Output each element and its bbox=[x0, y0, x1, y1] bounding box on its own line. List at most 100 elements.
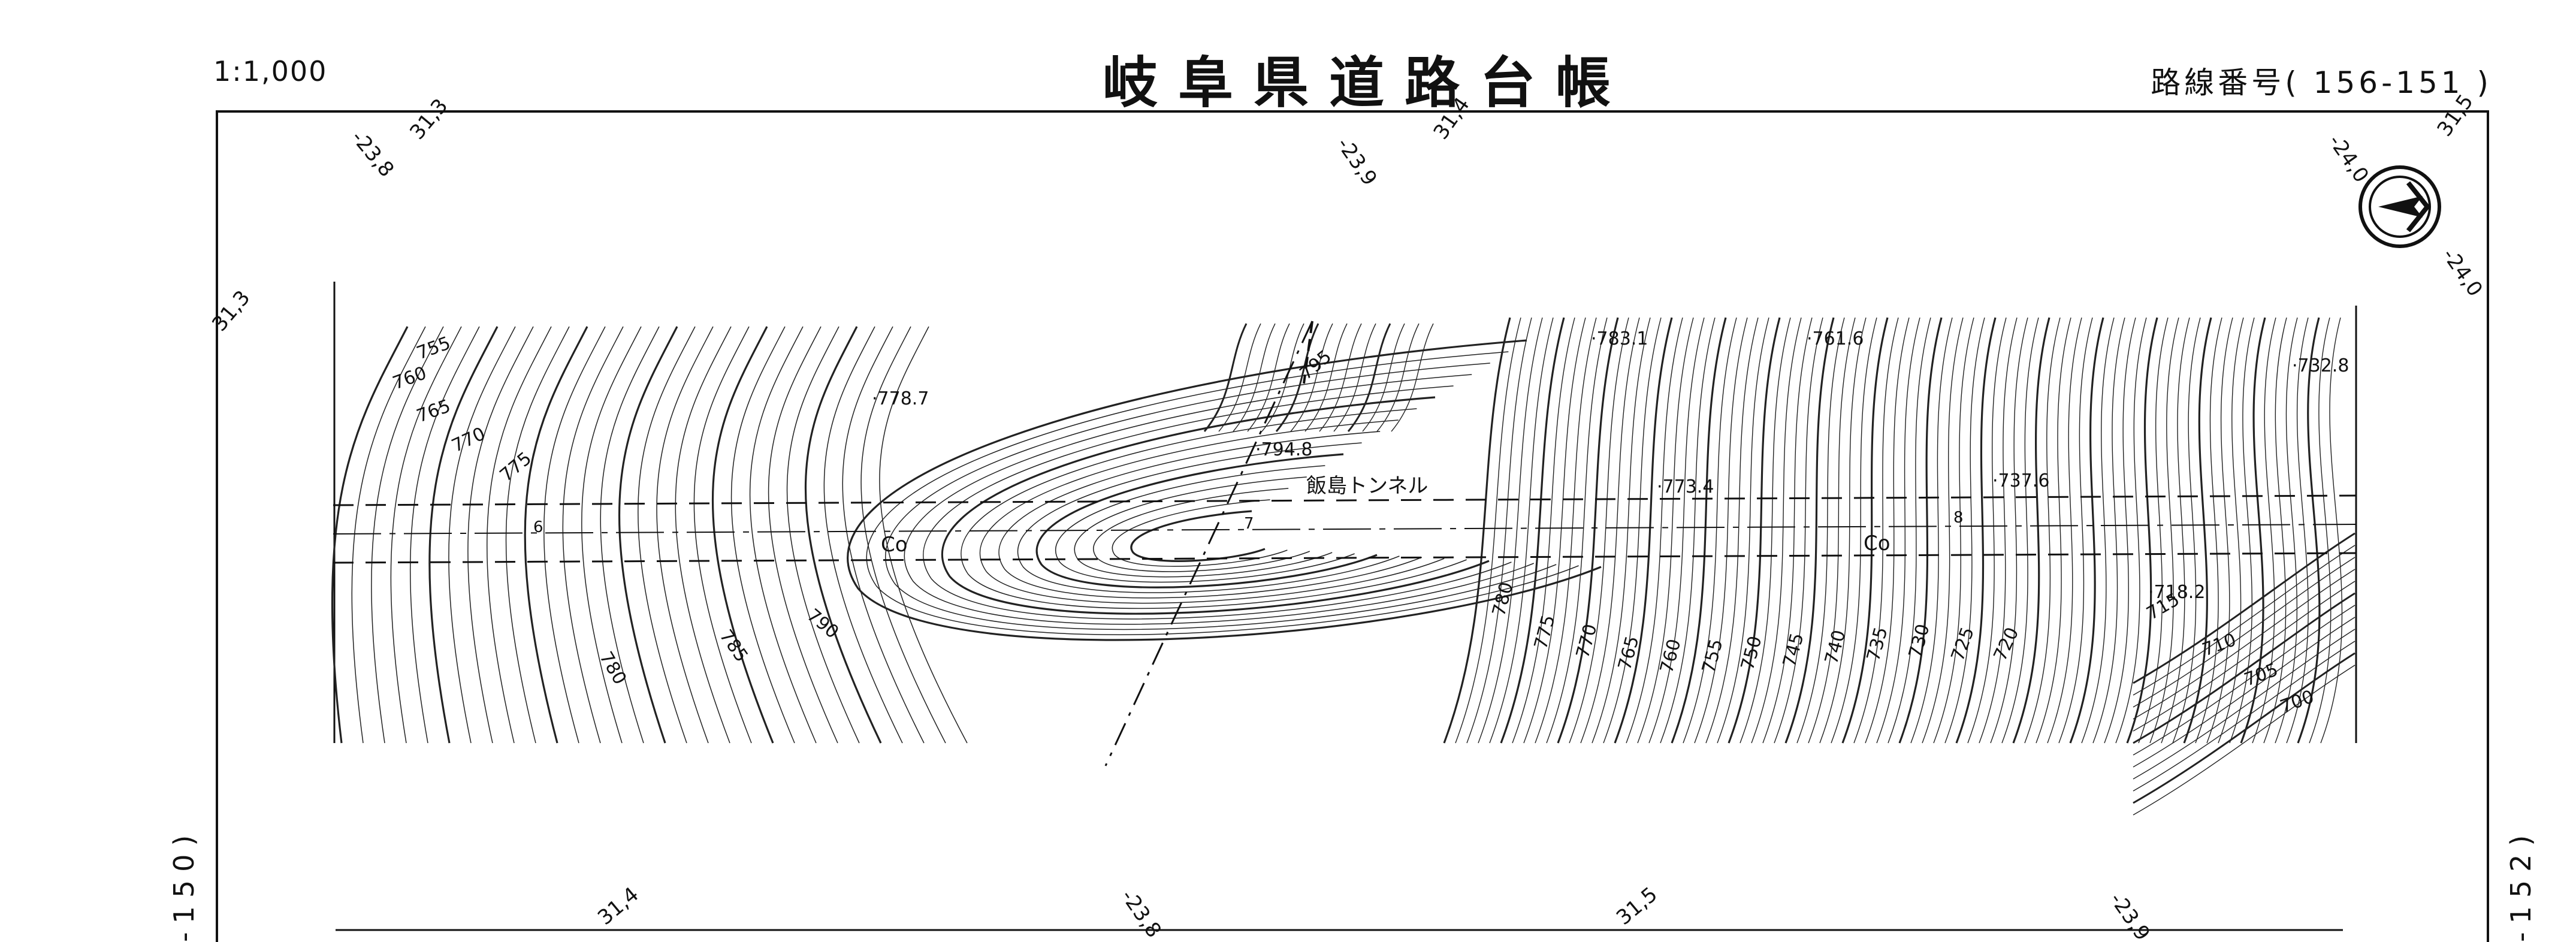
contour-line bbox=[2195, 317, 2222, 744]
contour-line bbox=[390, 326, 462, 744]
grid-label: 31,3 bbox=[405, 94, 452, 144]
contour-line bbox=[804, 326, 882, 744]
contour-label: 755 bbox=[1698, 637, 1728, 675]
contour-line bbox=[1728, 317, 1781, 744]
contour-line bbox=[2320, 317, 2343, 744]
north-arrow-icon bbox=[2358, 165, 2441, 248]
contour-label: 740 bbox=[1821, 628, 1850, 666]
contour-line bbox=[1955, 317, 1997, 744]
contour-line bbox=[2001, 317, 2039, 744]
map-frame bbox=[216, 110, 2489, 942]
contour-line bbox=[1603, 317, 1662, 744]
contour-label: 780 bbox=[595, 648, 630, 689]
contour-line bbox=[1376, 323, 1420, 432]
contour-line bbox=[1898, 317, 1943, 744]
spot-elevation: ·718.2 bbox=[2148, 582, 2205, 603]
contour-line bbox=[351, 326, 426, 744]
contour-line bbox=[1478, 317, 1543, 744]
contour-line bbox=[2138, 317, 2169, 744]
contour-line bbox=[1455, 317, 1521, 744]
contour-line bbox=[2252, 317, 2276, 744]
contour-line bbox=[1910, 317, 1953, 744]
contour-line bbox=[786, 326, 860, 744]
contour-line bbox=[885, 363, 1557, 630]
contour-line bbox=[979, 419, 1445, 604]
contour-line bbox=[842, 326, 925, 744]
contour-line bbox=[2133, 665, 2355, 816]
contour-line bbox=[1261, 323, 1304, 432]
contour-line bbox=[693, 326, 752, 744]
contour-line bbox=[2133, 569, 2355, 720]
contour-line bbox=[2263, 317, 2287, 744]
contour-line bbox=[2133, 592, 2355, 744]
spot-elevation: ·737.6 bbox=[1992, 470, 2049, 491]
contour-line bbox=[1626, 317, 1683, 744]
contour-line bbox=[1648, 317, 1705, 744]
contour-line bbox=[1569, 317, 1629, 744]
contour-label: 750 bbox=[1737, 634, 1766, 672]
contour-line bbox=[1796, 317, 1845, 744]
contour-line bbox=[2115, 317, 2147, 744]
contour-line bbox=[543, 326, 606, 744]
contour-line bbox=[1333, 323, 1376, 432]
contour-label: 730 bbox=[1905, 622, 1934, 660]
contour-line bbox=[409, 326, 480, 744]
spot-elevation: ·778.7 bbox=[872, 388, 929, 409]
contour-line bbox=[638, 326, 696, 744]
contour-line bbox=[2012, 317, 2050, 744]
contour-line bbox=[1362, 323, 1405, 432]
contour-line bbox=[1876, 317, 1920, 744]
contour-label: 720 bbox=[1990, 624, 2024, 665]
contour-line bbox=[1751, 317, 1802, 744]
contour-line bbox=[1218, 323, 1261, 432]
contour-line bbox=[2149, 317, 2179, 744]
spot-elevation: ·794.8 bbox=[1255, 439, 1312, 460]
contour-line bbox=[2104, 317, 2136, 744]
contour-line bbox=[923, 385, 1512, 620]
grid-label: -23,9 bbox=[1332, 133, 1382, 190]
contour-line bbox=[1683, 317, 1737, 744]
contour-line bbox=[941, 396, 1490, 615]
pavement-label: Co bbox=[1864, 532, 1891, 555]
contour-line bbox=[847, 339, 1602, 641]
contour-line bbox=[675, 326, 732, 744]
contour-line bbox=[2172, 317, 2201, 744]
contour-line bbox=[2092, 317, 2125, 744]
contour-line bbox=[2133, 605, 2355, 756]
grid-label: -23,9 bbox=[2105, 888, 2155, 942]
contour-line bbox=[1990, 317, 2028, 744]
contour-line bbox=[1290, 323, 1333, 432]
contour-label: 705 bbox=[2242, 659, 2281, 690]
contour-line bbox=[2275, 317, 2298, 744]
contour-line bbox=[768, 326, 838, 744]
contour-line bbox=[1853, 317, 1899, 744]
contour-line bbox=[1035, 453, 1378, 588]
contour-line bbox=[1319, 323, 1362, 432]
contour-line bbox=[1275, 323, 1319, 432]
contour-line bbox=[371, 326, 444, 744]
grid-label: 31,4 bbox=[593, 883, 644, 930]
contour-line bbox=[1093, 488, 1310, 572]
contour-line bbox=[866, 351, 1579, 635]
contour-label: 745 bbox=[1779, 631, 1808, 669]
contour-line bbox=[2069, 317, 2104, 744]
contour-line bbox=[331, 326, 409, 744]
contour-line bbox=[2161, 317, 2190, 744]
contour-line bbox=[1391, 323, 1434, 432]
contour-line bbox=[1466, 317, 1532, 744]
contour-line bbox=[2206, 317, 2233, 744]
contour-line bbox=[1017, 442, 1400, 593]
contour-line bbox=[1865, 317, 1910, 744]
contour-line bbox=[2133, 617, 2355, 768]
contour-line bbox=[904, 374, 1535, 625]
contour-line bbox=[1694, 317, 1748, 744]
contour-line bbox=[2240, 317, 2266, 744]
route-number: 路線番号( 156-151 ) bbox=[2151, 65, 2492, 100]
contour-line bbox=[1443, 317, 1511, 744]
contour-line bbox=[961, 408, 1467, 609]
grid-label: 31,4 bbox=[1429, 93, 1475, 144]
contour-label: 765 bbox=[414, 395, 454, 427]
contour-line bbox=[1784, 317, 1835, 744]
contour-line bbox=[1841, 317, 1889, 744]
